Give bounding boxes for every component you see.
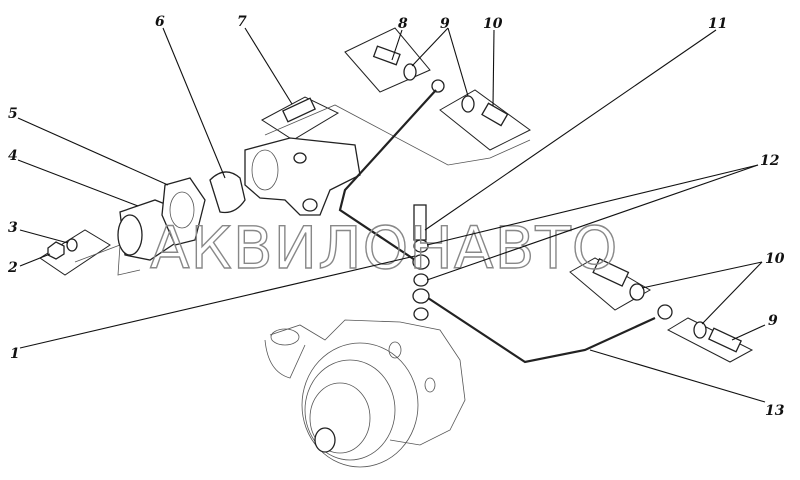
callout-9-right: 9 <box>768 313 778 329</box>
callout-9-top: 9 <box>440 16 450 32</box>
fitting-part-10-right <box>592 258 630 287</box>
callouts: 1 2 3 4 5 6 7 8 9 10 11 12 10 9 13 <box>7 14 785 419</box>
gasket-part-5 <box>161 177 206 246</box>
parts <box>47 45 742 468</box>
callout-1: 1 <box>10 346 20 362</box>
callout-6: 6 <box>155 14 165 30</box>
detail-box-9-10 <box>439 89 531 151</box>
callout-3: 3 <box>8 220 18 236</box>
callout-11: 11 <box>708 16 727 32</box>
callout-8: 8 <box>398 16 408 32</box>
callout-4: 4 <box>8 148 18 164</box>
banjo-bolt-part-8 <box>372 45 401 66</box>
washer-part-9 <box>403 63 417 81</box>
banjo-fitting <box>431 79 445 93</box>
bolt-part-9-right <box>708 327 742 353</box>
thermostat-part-6 <box>209 171 246 214</box>
washer-part-3 <box>66 238 78 252</box>
water-pump <box>264 319 466 468</box>
callout-10-right: 10 <box>765 251 785 267</box>
detail-box-7 <box>261 96 340 141</box>
callout-10-top: 10 <box>483 16 503 32</box>
washer-part-12 <box>413 239 429 253</box>
callout-2: 2 <box>7 260 18 276</box>
tube-part-13 <box>427 297 656 364</box>
washer-part-10-right <box>693 321 707 339</box>
detail-box-10-right <box>569 257 652 311</box>
stud-part-7 <box>282 97 316 123</box>
callout-12: 12 <box>760 153 780 169</box>
leader-lines <box>17 27 766 403</box>
tube-part-11 <box>338 89 437 263</box>
fitting-part-10 <box>481 102 509 127</box>
callout-5: 5 <box>8 106 18 122</box>
callout-7: 7 <box>237 14 247 30</box>
callout-13: 13 <box>765 403 785 419</box>
watermark-text: АКВИЛОНАВТО <box>150 214 618 282</box>
thermostat-housing <box>244 137 361 216</box>
